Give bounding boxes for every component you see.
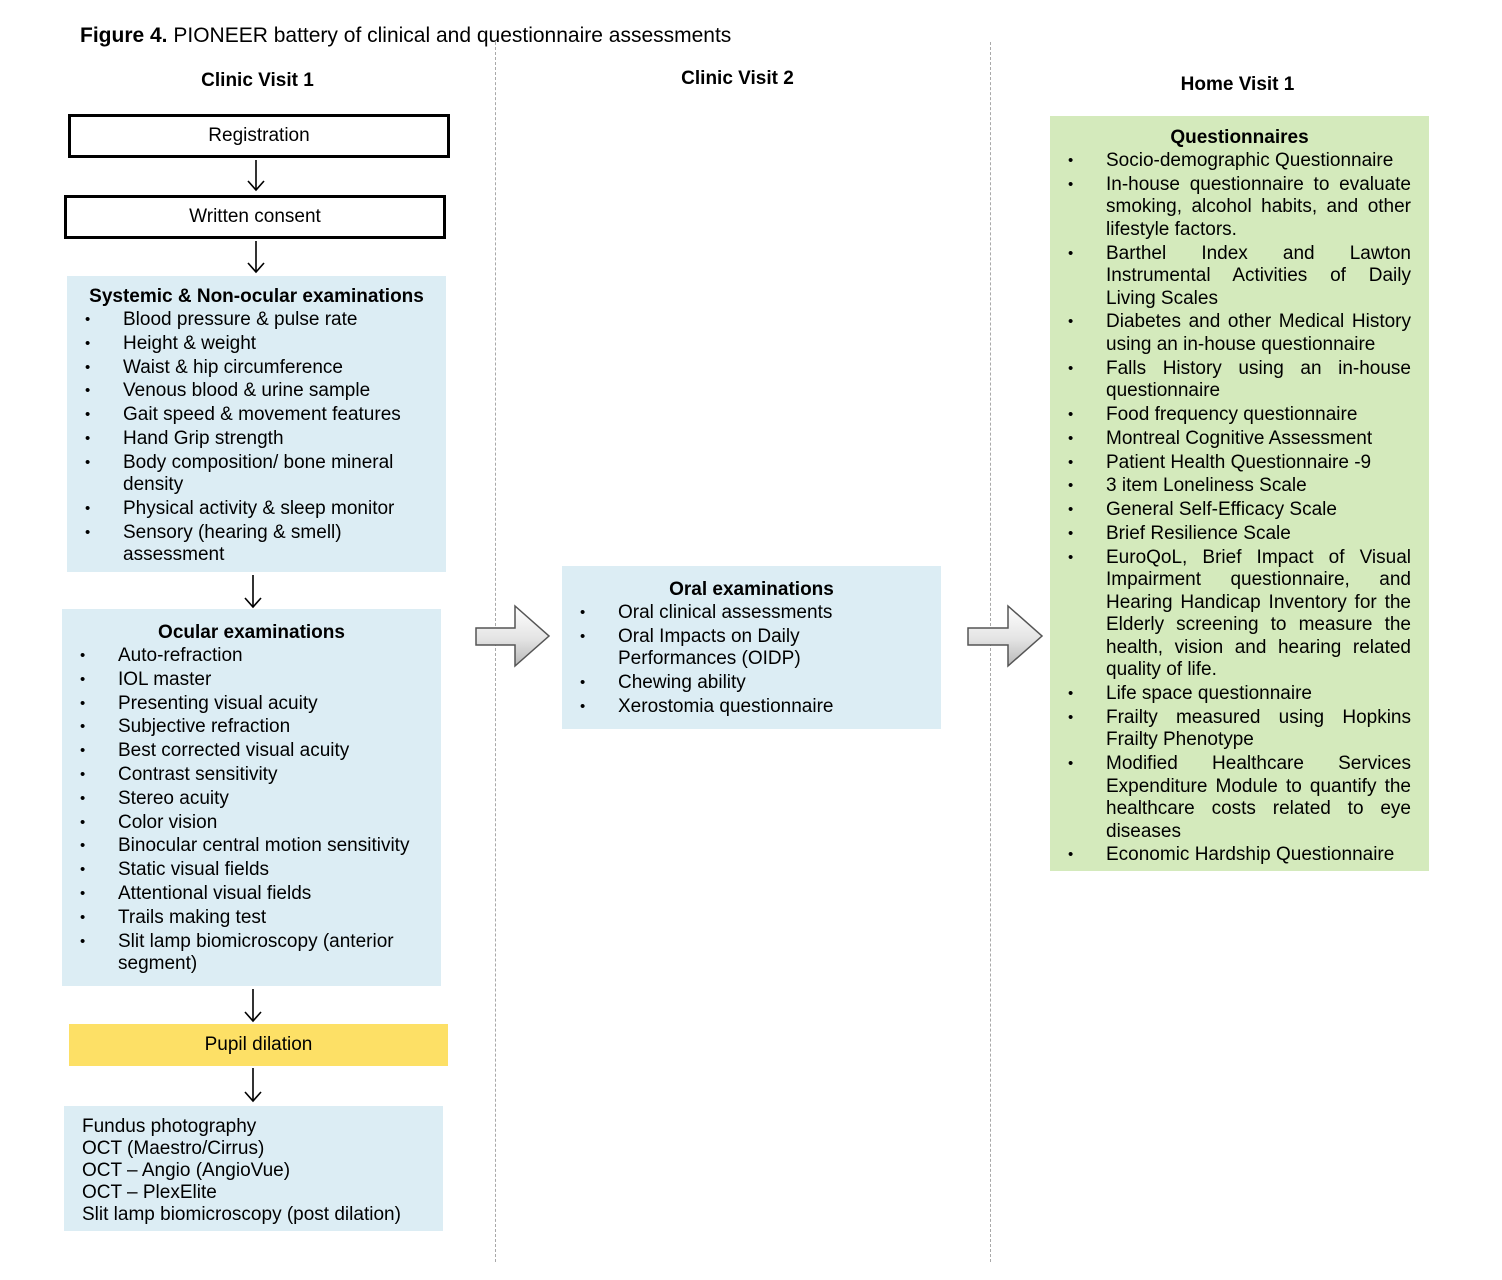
pupil-dilation-box: Pupil dilation <box>69 1024 448 1066</box>
oral-exams-box: Oral examinations Oral clinical assessme… <box>562 566 941 729</box>
list-item: Auto-refraction <box>62 645 441 668</box>
systemic-exams-box: Systemic & Non-ocular examinations Blood… <box>67 276 446 572</box>
flow-arrow-consent-to-systemic <box>247 241 265 274</box>
list-item: Barthel Index and Lawton Instrumental Ac… <box>1050 243 1411 311</box>
list-item: Oral Impacts on Daily Performances (OIDP… <box>562 626 941 671</box>
questionnaires-list: Socio-demographic Questionnaire In-house… <box>1050 150 1429 867</box>
list-item: Life space questionnaire <box>1050 683 1411 706</box>
list-item: Patient Health Questionnaire -9 <box>1050 452 1411 475</box>
list-item: Physical activity & sleep monitor <box>67 498 446 521</box>
list-item: Modified Healthcare Services Expenditure… <box>1050 753 1411 843</box>
heading-clinic-visit-1: Clinic Visit 1 <box>201 70 314 91</box>
list-item: Slit lamp biomicroscopy (anterior segmen… <box>62 931 441 976</box>
list-item: Attentional visual fields <box>62 883 441 906</box>
flow-arrow-dilation-to-imaging <box>244 1068 262 1103</box>
flow-arrow-ocular-to-dilation <box>244 989 262 1023</box>
list-item: OCT – Angio (AngioVue) <box>82 1160 291 1181</box>
pupil-dilation-label: Pupil dilation <box>204 1034 313 1055</box>
list-item: Gait speed & movement features <box>67 404 446 427</box>
list-item: Slit lamp biomicroscopy (post dilation) <box>82 1204 401 1225</box>
list-item: OCT (Maestro/Cirrus) <box>82 1138 265 1159</box>
list-item: Binocular central motion sensitivity <box>62 835 441 858</box>
list-item: Frailty measured using Hopkins Frailty P… <box>1050 707 1411 752</box>
ocular-exams-box: Ocular examinations Auto-refraction IOL … <box>62 609 441 986</box>
post-dilation-box: Fundus photography OCT (Maestro/Cirrus) … <box>64 1106 443 1231</box>
block-arrow-visit1-to-visit2 <box>475 604 551 668</box>
list-item: Static visual fields <box>62 859 441 882</box>
figure-title: Figure 4. PIONEER battery of clinical an… <box>80 24 731 48</box>
list-item: Montreal Cognitive Assessment <box>1050 428 1411 451</box>
list-item: Oral clinical assessments <box>562 602 941 625</box>
list-item: Socio-demographic Questionnaire <box>1050 150 1411 173</box>
list-item: Sensory (hearing & smell) assessment <box>67 522 446 567</box>
registration-label: Registration <box>208 125 310 146</box>
list-item: Fundus photography <box>82 1116 257 1137</box>
list-item: Color vision <box>62 812 441 835</box>
list-item: General Self-Efficacy Scale <box>1050 499 1411 522</box>
list-item: EuroQoL, Brief Impact of Visual Impairme… <box>1050 547 1411 682</box>
ocular-exams-title: Ocular examinations <box>158 622 345 643</box>
list-item: Subjective refraction <box>62 716 441 739</box>
list-item: Food frequency questionnaire <box>1050 404 1411 427</box>
list-item: Presenting visual acuity <box>62 693 441 716</box>
list-item: OCT – PlexElite <box>82 1182 217 1203</box>
list-item: Waist & hip circumference <box>67 357 446 380</box>
list-item: Chewing ability <box>562 672 941 695</box>
list-item: Brief Resilience Scale <box>1050 523 1411 546</box>
list-item: Economic Hardship Questionnaire <box>1050 844 1411 867</box>
oral-exams-title: Oral examinations <box>669 579 834 600</box>
column-divider-2 <box>990 42 991 1262</box>
questionnaires-title: Questionnaires <box>1170 127 1309 148</box>
list-item: Falls History using an in-house question… <box>1050 358 1411 403</box>
list-item: Diabetes and other Medical History using… <box>1050 311 1411 356</box>
post-dilation-list: Fundus photography OCT (Maestro/Cirrus) … <box>82 1116 443 1226</box>
heading-home-visit-1: Home Visit 1 <box>1180 74 1295 95</box>
heading-clinic-visit-2: Clinic Visit 2 <box>681 68 794 89</box>
flow-arrow-systemic-to-ocular <box>244 575 262 609</box>
flow-arrow-registration-to-consent <box>247 160 265 192</box>
column-divider-1 <box>495 42 496 1262</box>
ocular-exams-list: Auto-refraction IOL master Presenting vi… <box>62 645 441 976</box>
systemic-exams-list: Blood pressure & pulse rate Height & wei… <box>67 309 446 567</box>
list-item: IOL master <box>62 669 441 692</box>
oral-exams-list: Oral clinical assessments Oral Impacts o… <box>562 602 941 718</box>
list-item: Best corrected visual acuity <box>62 740 441 763</box>
list-item: Stereo acuity <box>62 788 441 811</box>
written-consent-label: Written consent <box>189 206 321 227</box>
list-item: Height & weight <box>67 333 446 356</box>
systemic-exams-title: Systemic & Non-ocular examinations <box>89 286 424 307</box>
figure-label: Figure 4. <box>80 24 168 47</box>
list-item: 3 item Loneliness Scale <box>1050 475 1411 498</box>
list-item: In-house questionnaire to evaluate smoki… <box>1050 174 1411 242</box>
list-item: Trails making test <box>62 907 441 930</box>
written-consent-box: Written consent <box>64 195 446 239</box>
list-item: Xerostomia questionnaire <box>562 696 941 719</box>
registration-box: Registration <box>68 114 450 158</box>
block-arrow-visit2-to-home <box>967 604 1044 668</box>
list-item: Contrast sensitivity <box>62 764 441 787</box>
list-item: Hand Grip strength <box>67 428 446 451</box>
figure-title-text: PIONEER battery of clinical and question… <box>173 24 732 47</box>
list-item: Body composition/ bone mineral density <box>67 452 446 497</box>
list-item: Venous blood & urine sample <box>67 380 446 403</box>
questionnaires-box: Questionnaires Socio-demographic Questio… <box>1050 116 1429 871</box>
list-item: Blood pressure & pulse rate <box>67 309 446 332</box>
